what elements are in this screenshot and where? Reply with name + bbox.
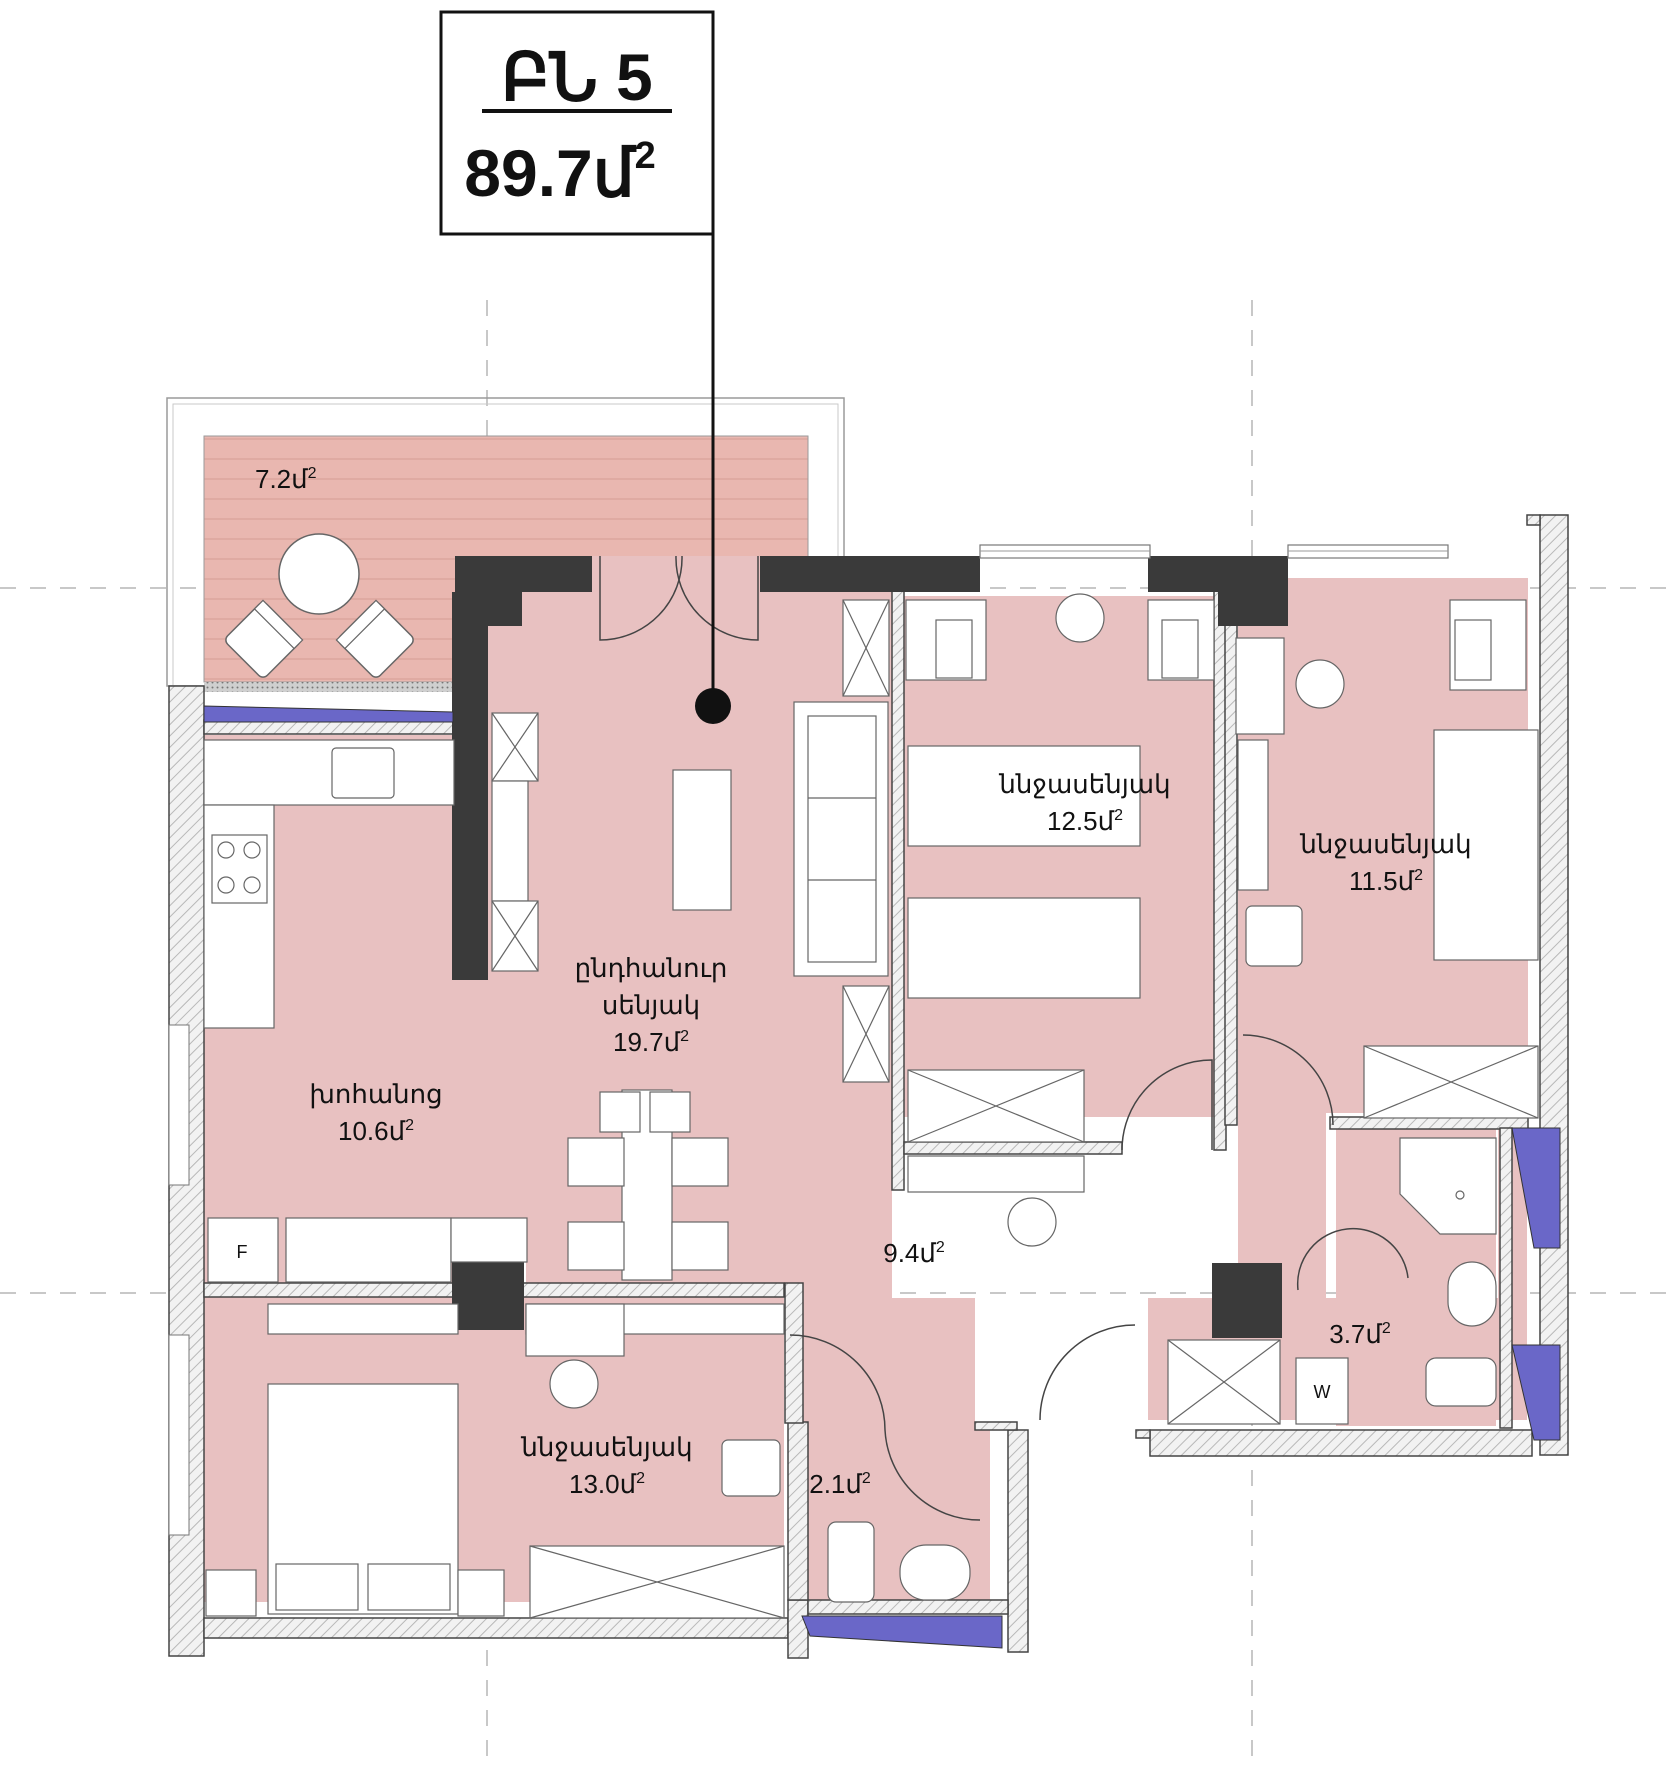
living-room-name-line2: սենյակ — [602, 990, 700, 1020]
kitchen-area: 10.6մ2 — [338, 1116, 414, 1146]
toilet — [1425, 1357, 1497, 1407]
apartment-title-box: ԲՆ 5 89.7մ2 — [439, 10, 731, 724]
bedroom-11-name: ննջասենյակ — [1299, 829, 1471, 859]
bed — [907, 897, 1141, 999]
apartment-code: ԲՆ 5 — [501, 40, 652, 114]
kitchen-counter-top — [203, 739, 455, 806]
windows — [168, 544, 1561, 1649]
furniture — [203, 593, 1539, 1619]
bedroom-12-name: ննջասենյակ — [998, 769, 1170, 799]
washer — [1295, 1357, 1349, 1425]
walls — [168, 514, 1569, 1659]
kitchen-sink — [331, 747, 395, 799]
room-labels: 7.2մ2 ընդհանուր սենյակ 19.7մ2 խոհանոց 10… — [237, 464, 1472, 1499]
fridge — [207, 1217, 279, 1283]
bath-sink — [1447, 1261, 1497, 1327]
hall-area: 9.4մ2 — [883, 1238, 945, 1268]
kitchen-counter-bottom — [285, 1217, 452, 1283]
living-room-area: 19.7մ2 — [613, 1027, 689, 1057]
coffee-table — [672, 769, 732, 911]
apartment-area: 89.7մ2 — [464, 135, 655, 210]
balcony-chair — [335, 599, 414, 678]
leader-dot-icon — [695, 688, 731, 724]
doors — [599, 555, 1409, 1521]
bedroom-13-name: ննջասենյակ — [520, 1432, 692, 1462]
bed — [1433, 729, 1539, 961]
living-room-name-line1: ընդհանուր — [575, 953, 728, 983]
balcony-chair — [225, 599, 304, 678]
bath-sink — [899, 1544, 971, 1601]
bath-large-area: 3.7մ2 — [1329, 1319, 1391, 1349]
kitchen-name: խոհանոց — [309, 1079, 442, 1109]
balcony-table — [278, 533, 360, 615]
stool — [1055, 593, 1105, 643]
bath-small-area: 2.1մ2 — [809, 1469, 871, 1499]
balcony-area: 7.2մ2 — [255, 464, 317, 494]
fridge-label: F — [237, 1242, 248, 1262]
bedroom-11-area: 11.5մ2 — [1349, 866, 1423, 896]
structural-columns — [452, 556, 1288, 1338]
bedroom-12-area: 12.5մ2 — [1047, 806, 1123, 836]
toilet — [827, 1521, 875, 1603]
bedroom-13-area: 13.0մ2 — [569, 1469, 645, 1499]
bed — [907, 745, 1141, 847]
washer-label: W — [1314, 1382, 1331, 1402]
